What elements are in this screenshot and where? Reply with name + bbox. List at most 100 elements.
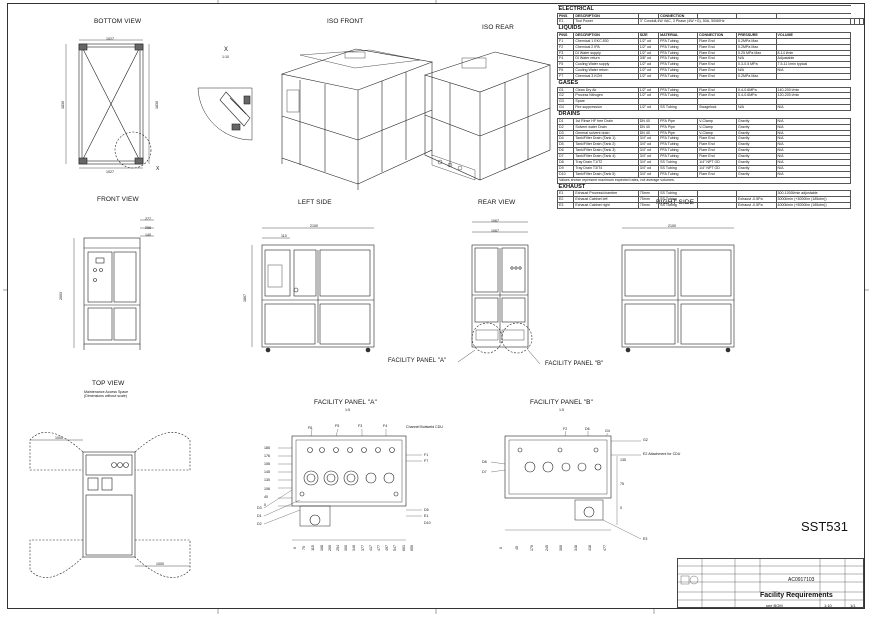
- rear-view-label: REAR VIEW: [478, 199, 516, 206]
- callout-a-top-3: F4: [383, 424, 388, 428]
- callout-b-left-1: D7: [482, 470, 487, 474]
- scale-label: 170: [530, 545, 534, 551]
- scale-label: 200: [327, 545, 332, 551]
- dim-top-d2: 1000: [156, 562, 164, 566]
- scale-label: 650: [409, 545, 414, 551]
- callout-a-left-1: D1: [257, 514, 262, 518]
- scale-label: 40: [264, 494, 268, 499]
- callout-a-right-4: D10: [424, 521, 431, 525]
- scale-label: 176: [264, 454, 270, 459]
- iso-rear-label: ISO REAR: [482, 24, 514, 31]
- top-view-note-2: (Dimensions without scale): [84, 394, 127, 398]
- panel-b-scale: 1:5: [559, 408, 564, 412]
- drawing-scale: 1:10: [824, 603, 832, 608]
- dim-right-width: 2100: [668, 224, 676, 228]
- left-side-drawing: [251, 227, 375, 353]
- callout-b-right-1: E3: [643, 537, 648, 541]
- drawing-number: AC0917103: [788, 577, 815, 583]
- table-section-title: DRAINS: [557, 110, 864, 119]
- callout-a-top-0: F6: [308, 426, 313, 430]
- frame-ticks: [3, 0, 869, 614]
- drawing-title: Facility Requirements: [760, 592, 833, 599]
- scale-label: 130: [264, 478, 270, 483]
- scale-label: 145: [264, 470, 270, 475]
- facility-panel-a-drawing: [263, 428, 422, 541]
- table-note: Values shown represent maximum expected …: [556, 176, 864, 184]
- dim-bottom-top: 1027: [106, 37, 114, 41]
- scale-label: 254: [336, 545, 340, 551]
- dim-top-d1: 1000: [55, 436, 63, 440]
- scale-label: 377: [360, 545, 365, 551]
- scale-label: 0: [620, 506, 622, 510]
- dim-rear-w2: 1067: [491, 229, 499, 233]
- callout-a-left-0: D3: [257, 506, 262, 510]
- right-side-drawing: [621, 227, 735, 353]
- panel-b-reference: FACILITY PANEL "B": [545, 361, 604, 367]
- dim-bottom-bottom: 1027: [106, 170, 114, 174]
- scale-label: 168: [319, 545, 324, 551]
- bottom-view-label: BOTTOM VIEW: [94, 18, 142, 25]
- callout-b-right-0: E2 Attachment for CDU: [643, 452, 681, 456]
- callout-b-top-2: G4: [605, 429, 610, 433]
- scale-label: 135: [620, 458, 626, 462]
- scale-label: 155: [264, 462, 270, 467]
- scale-label: 477: [377, 545, 381, 551]
- top-view-drawing: [29, 432, 191, 578]
- scale-label: 245: [544, 545, 549, 551]
- tool-id-label: SST531: [801, 519, 848, 534]
- scale-label: 417: [368, 545, 373, 551]
- facility-panel-b-drawing: [490, 430, 642, 540]
- table-section-title: LIQUIDS: [557, 24, 864, 33]
- rear-view-drawing: [457, 221, 541, 365]
- scale-label: 497: [385, 545, 390, 551]
- detail-x-label: X: [224, 47, 229, 53]
- front-view-drawing: [73, 219, 154, 350]
- scale-label: 300: [344, 545, 349, 551]
- scale-label: 75: [620, 482, 624, 486]
- scale-label: 346: [352, 545, 357, 551]
- table-section-title: EXHAUST: [557, 182, 864, 192]
- detail-x-marker: X: [156, 166, 160, 172]
- scale-label: 601: [401, 545, 406, 551]
- iso-front-drawing: [280, 48, 434, 190]
- scale-label: 348: [573, 545, 578, 551]
- scale-label: 70: [302, 546, 307, 550]
- title-block-lines: [677, 558, 864, 608]
- front-view-label: FRONT VIEW: [97, 196, 139, 203]
- sheet-border: [7, 3, 865, 609]
- top-view-note-1: Maintenance Access Space: [84, 390, 129, 394]
- facility-panel-a-label: FACILITY PANEL "A": [314, 399, 378, 406]
- scale-label: 185: [264, 446, 270, 450]
- iso-front-label: ISO FRONT: [327, 18, 364, 25]
- callout-a-top-2: F3: [358, 424, 363, 428]
- dim-rear-w1: 1067: [491, 219, 499, 223]
- callout-b-top-0: F2: [563, 427, 568, 431]
- scale-label: 0: [293, 547, 297, 549]
- table-section-title: GASES: [557, 79, 864, 88]
- top-view-label: TOP VIEW: [92, 380, 125, 387]
- callout-a-top-4: Channel Buttweld CDU: [406, 425, 443, 429]
- bottom-view-drawing: [65, 39, 152, 169]
- dim-left-width: 2100: [310, 224, 318, 228]
- callout-a-right-2: D5: [424, 508, 429, 512]
- callout-a-right-0: F1: [424, 453, 429, 457]
- iso-rear-drawing: [424, 51, 552, 181]
- scale-label: 418: [588, 545, 592, 551]
- callout-a-top-1: F5: [335, 424, 340, 428]
- dim-left-small: 110: [281, 234, 287, 238]
- callout-a-left-2: D2: [257, 522, 262, 526]
- callout-a-right-3: E1: [424, 514, 429, 518]
- table-section-title: ELECTRICAL: [557, 5, 864, 14]
- title-block: AC0917103 Facility Requirements see BOM …: [677, 558, 864, 608]
